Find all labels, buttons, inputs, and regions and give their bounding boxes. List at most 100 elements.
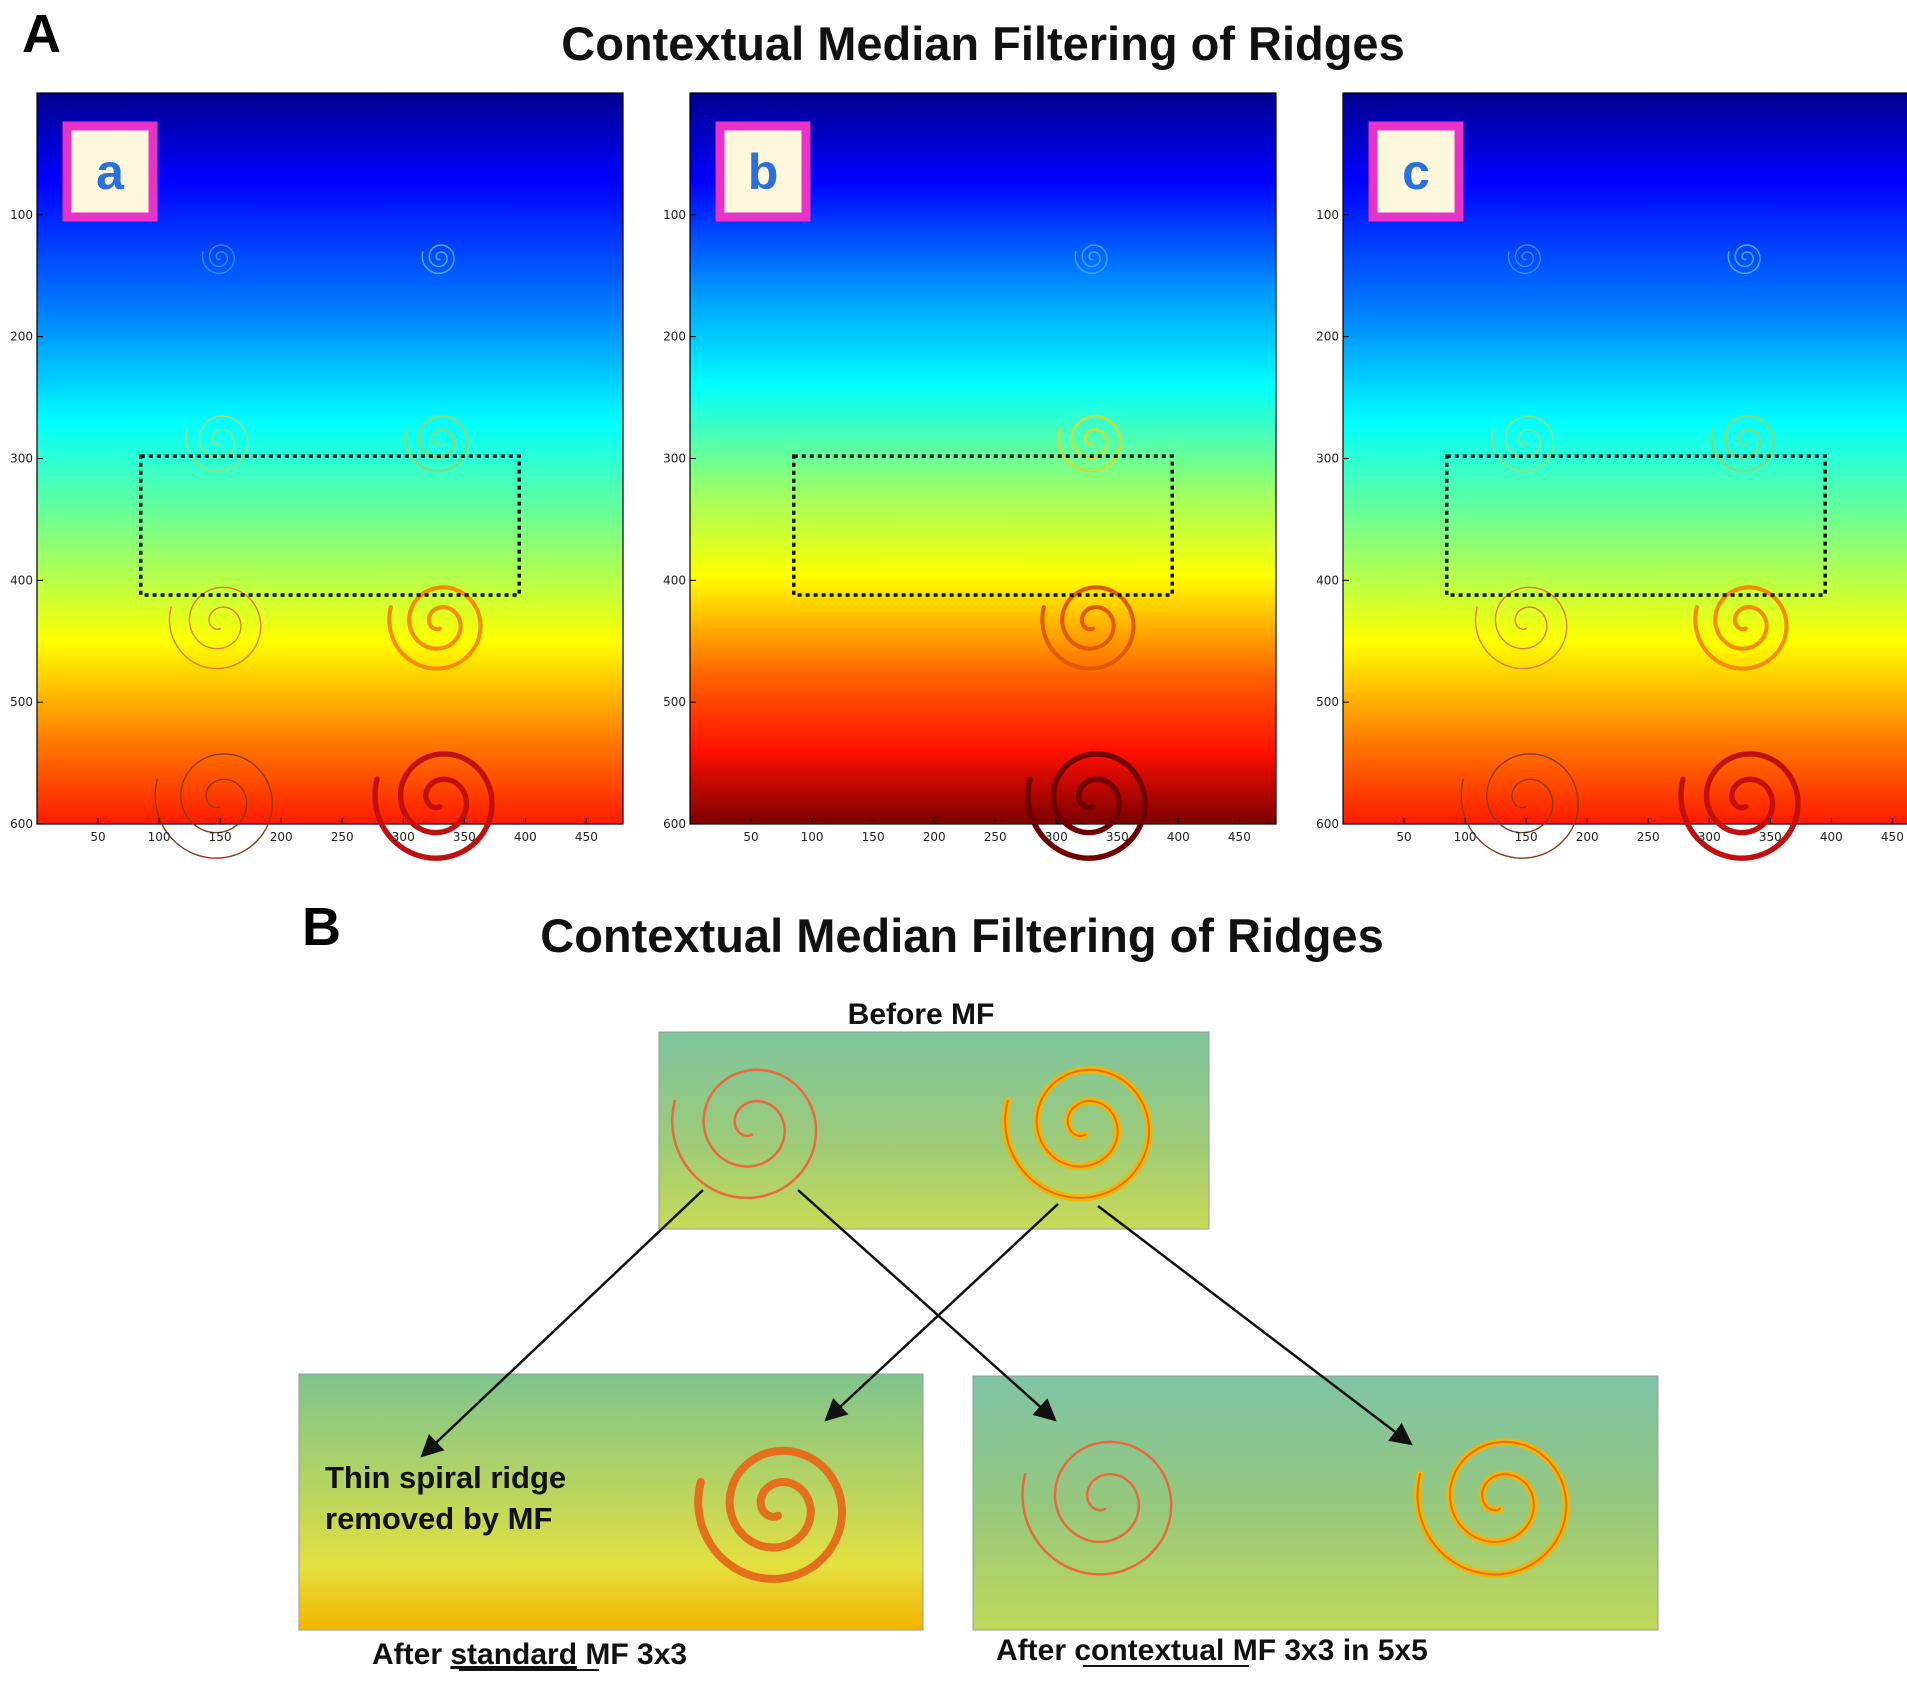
thin-spiral	[201, 244, 236, 274]
x-tick-label: 300	[392, 830, 415, 844]
subpanel-label-box: b	[715, 121, 811, 222]
arrow-thick-to-contextual	[1097, 1205, 1413, 1446]
thick-spiral	[1057, 414, 1122, 473]
x-tick-label: 200	[270, 830, 293, 844]
after-contextual-mf-image	[972, 1375, 1659, 1631]
thin-spiral	[185, 415, 249, 472]
y-tick-label: 600	[663, 817, 686, 831]
y-tick-label: 400	[663, 573, 686, 587]
thin-spiral	[1460, 753, 1579, 859]
subpanel-label: a	[96, 144, 125, 200]
thick-spiral	[404, 414, 469, 473]
thick-spiral-inner	[1004, 1068, 1150, 1199]
arrow-thin-to-contextual	[797, 1189, 1057, 1422]
y-tick-label: 300	[663, 452, 686, 466]
y-tick-label: 300	[10, 452, 33, 466]
x-tick-label: 50	[90, 830, 105, 844]
panel-a-letter: A	[22, 4, 61, 64]
x-tick-label: 350	[1759, 830, 1782, 844]
panel-b-title: Contextual Median Filtering of Ridges	[540, 909, 1383, 962]
highlight-box	[1445, 454, 1827, 597]
x-tick-label: 400	[1167, 830, 1190, 844]
y-tick-label: 400	[10, 573, 33, 587]
x-tick-label: 100	[148, 830, 171, 844]
thin-spiral	[1474, 586, 1568, 670]
thin-spiral-path	[670, 1068, 818, 1200]
subpanel-label: b	[748, 144, 779, 200]
thick-spiral	[1693, 585, 1789, 671]
x-tick-label: 100	[1454, 830, 1477, 844]
thick-spiral	[421, 244, 455, 275]
x-tick-label: 300	[1698, 830, 1721, 844]
x-tick-label: 400	[514, 830, 537, 844]
thin-spiral	[1491, 415, 1555, 472]
y-tick-label: 300	[1316, 452, 1339, 466]
thick-spiral	[1001, 1066, 1153, 1202]
x-tick-label: 250	[331, 830, 354, 844]
thin-spiral	[1507, 244, 1542, 274]
x-tick-label: 200	[1576, 830, 1599, 844]
x-tick-label: 450	[1881, 830, 1904, 844]
before-mf-label: Before MF	[848, 998, 995, 1031]
y-tick-label: 200	[10, 330, 33, 344]
y-tick-label: 500	[10, 695, 33, 709]
x-tick-label: 450	[1228, 830, 1251, 844]
arrow-thin-to-standard	[420, 1189, 704, 1458]
arrow-thick-to-standard	[824, 1203, 1059, 1422]
x-tick-label: 250	[984, 830, 1007, 844]
thick-spiral	[372, 751, 495, 861]
x-tick-label: 350	[453, 830, 476, 844]
highlight-box	[792, 454, 1174, 597]
x-tick-label: 50	[743, 830, 758, 844]
thick-spiral	[1710, 414, 1775, 473]
subpanel-label-box: c	[1368, 121, 1464, 222]
x-tick-label: 200	[923, 830, 946, 844]
thin-spiral	[670, 1068, 818, 1200]
thin-spiral	[1021, 1440, 1173, 1576]
x-tick-label: 150	[1515, 830, 1538, 844]
thick-spiral-path	[694, 1446, 846, 1583]
panel-b-letter: B	[302, 897, 341, 957]
thin-spiral	[154, 753, 273, 859]
standard-mf-caption: After standard MF 3x3	[372, 1638, 687, 1671]
x-tick-label: 250	[1637, 830, 1660, 844]
note-line-2: removed by MF	[325, 1501, 552, 1536]
note-line-1: Thin spiral ridge	[325, 1460, 566, 1495]
subpanel-label: c	[1402, 144, 1430, 200]
x-tick-label: 150	[862, 830, 885, 844]
thick-spiral-inner	[1416, 1440, 1568, 1576]
y-tick-label: 100	[10, 208, 33, 222]
after-standard-mf-image: Thin spiral ridge removed by MF	[298, 1373, 924, 1631]
thin-spiral-path	[1021, 1440, 1173, 1576]
x-tick-label: 50	[1396, 830, 1411, 844]
x-tick-label: 150	[209, 830, 232, 844]
subpanel-label-box: a	[62, 121, 158, 222]
y-tick-label: 600	[1316, 817, 1339, 831]
before-mf-image	[658, 1031, 1210, 1230]
subpanel-b: b 50 100 150 200 250 300 350 400 450 100 200 300 400 5…	[663, 92, 1277, 861]
thick-spiral	[1040, 585, 1136, 671]
y-tick-label: 200	[1316, 330, 1339, 344]
panel-a-title: Contextual Median Filtering of Ridges	[561, 17, 1404, 70]
y-tick-label: 200	[663, 330, 686, 344]
x-tick-label: 100	[801, 830, 824, 844]
y-tick-label: 600	[10, 817, 33, 831]
y-tick-label: 100	[663, 208, 686, 222]
thin-spiral	[168, 586, 262, 670]
thick-spiral	[1413, 1438, 1570, 1578]
highlight-box	[139, 454, 521, 597]
thick-spiral	[1678, 751, 1801, 861]
thick-spiral	[1074, 244, 1108, 275]
thick-spiral	[694, 1446, 846, 1583]
y-tick-label: 500	[663, 695, 686, 709]
contextual-mf-caption: After contextual MF 3x3 in 5x5	[996, 1634, 1428, 1667]
x-tick-label: 350	[1106, 830, 1129, 844]
y-tick-label: 400	[1316, 573, 1339, 587]
thick-spiral	[1025, 751, 1148, 861]
thick-spiral	[387, 585, 483, 671]
subpanels: a 50 100 150 200 250 300 350 400 450 100 200 300 400 5…	[10, 92, 1907, 861]
x-tick-label: 300	[1045, 830, 1068, 844]
